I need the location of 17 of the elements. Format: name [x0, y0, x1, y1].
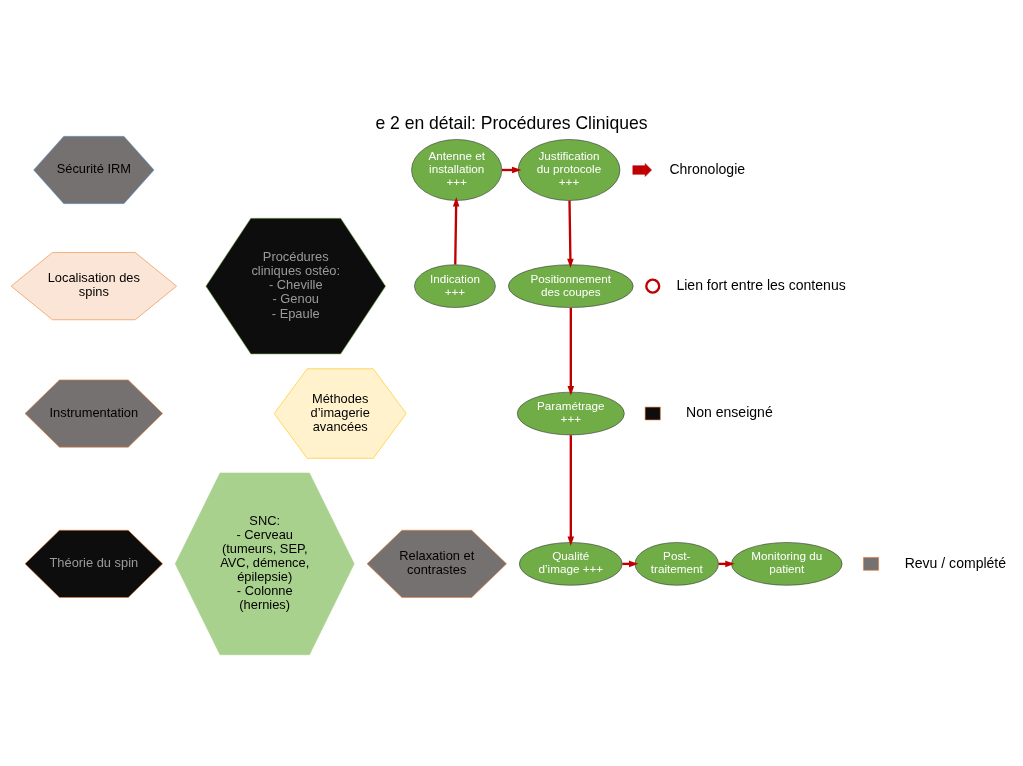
node-ellipse: Post-traitement: [634, 541, 719, 586]
node-ellipse: Antenne et installation +++: [411, 138, 503, 201]
node-ellipse: Positionnement des coupes: [508, 263, 634, 308]
node-ellipse: Paramétrage +++: [517, 391, 625, 435]
legend-label: Lien fort entre les contenus: [676, 276, 846, 293]
arrow: [452, 196, 460, 265]
node-ellipse: Monitoring du patient: [731, 541, 843, 586]
node-ellipse: Qualité d’image +++: [519, 541, 623, 586]
arrow: [567, 307, 575, 395]
arrow: [567, 434, 575, 546]
diagram-title: e 2 en détail: Procédures Cliniques: [375, 112, 648, 133]
arrow: [567, 200, 574, 268]
legend-label: Non enseigné: [686, 403, 773, 420]
legend-label: Chronologie: [669, 160, 746, 177]
node-ellipse: Justification du protocole +++: [517, 138, 621, 201]
legend-label: Revu / complété: [904, 554, 1007, 570]
node-ellipse: Indication +++: [414, 263, 496, 308]
